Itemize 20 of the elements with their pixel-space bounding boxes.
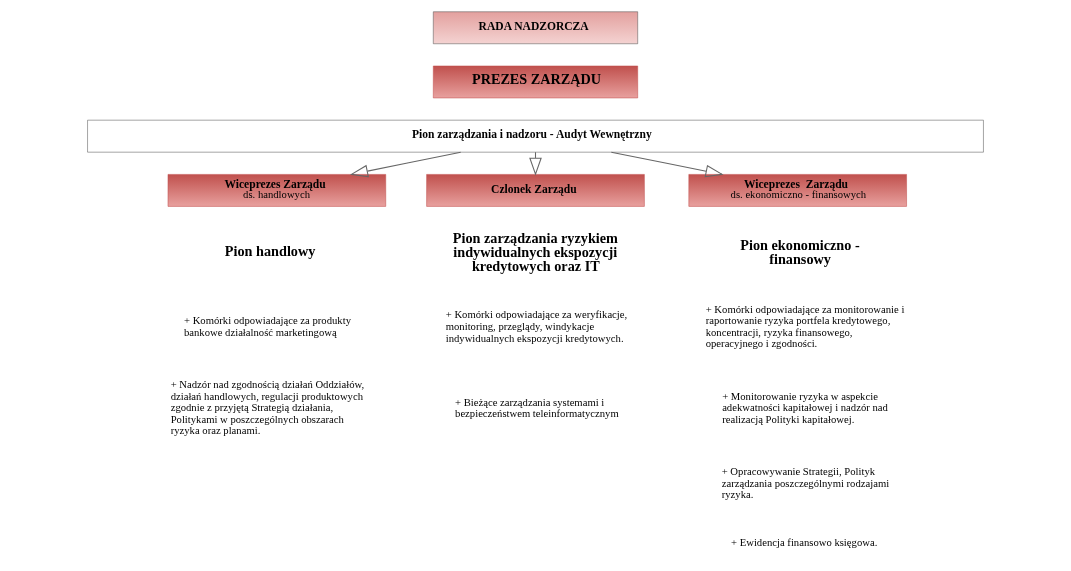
label: + Nadzór nad zgodnością działań Oddziałów, działań handlowych, regulacji produktowych zgodnie z przyjętą Strategią działania, Politykami w poszczególnych obszarach ryzyka oraz planami. <box>170 379 365 437</box>
node-box: Wiceprezes Zarządu ds. ekonomiczno - finansowych <box>688 174 907 207</box>
node-box: RADA NADZORCZA <box>433 11 638 44</box>
label: + Opracowywanie Strategii, Polityk zarządzania poszczególnymi rodzajami ryzyka. <box>721 466 890 501</box>
arrow <box>349 151 462 178</box>
node-box: Pion zarządzania i nadzoru - Audyt Wewnętrzny <box>87 119 984 153</box>
label: Pion ekonomiczno - finansowy <box>740 236 860 267</box>
node-box: Czlonek Zarządu <box>426 174 645 207</box>
label: + Komórki odpowiadające za produkty bankowe działalność marketingową <box>183 315 351 338</box>
label: + Komórki odpowiadające za weryfikacje, monitoring, przeglądy, windykacje indywidualnych ekspozycji kredytowych. <box>445 309 628 344</box>
arrow <box>610 151 724 178</box>
label: + Monitorowanie ryzyka w aspekcie adekwatności kapitałowej i nadzór nad realizacją Polityki kapitałowej. <box>722 390 888 425</box>
label: + Bieżące zarządzania systemami i bezpieczeństwem teleinformatycznym <box>455 396 619 420</box>
label: Pion zarządzania ryzykiem indywidualnych ekspozycji kredytowych oraz IT <box>452 229 618 275</box>
label: + Ewidencja finansowo księgowa. <box>731 537 878 548</box>
label: Pion handlowy <box>224 242 316 259</box>
label: + Komórki odpowiadające za monitorowanie i raportowanie ryzyka portfela kredytowego, koncentracji, ryzyka finansowego, operacyjnego i zgodności. <box>705 303 905 350</box>
arrow <box>529 151 542 176</box>
node-box: Wiceprezes Zarządu ds. handlowych <box>167 174 386 207</box>
node-box: PREZES ZARZĄDU <box>433 65 638 99</box>
